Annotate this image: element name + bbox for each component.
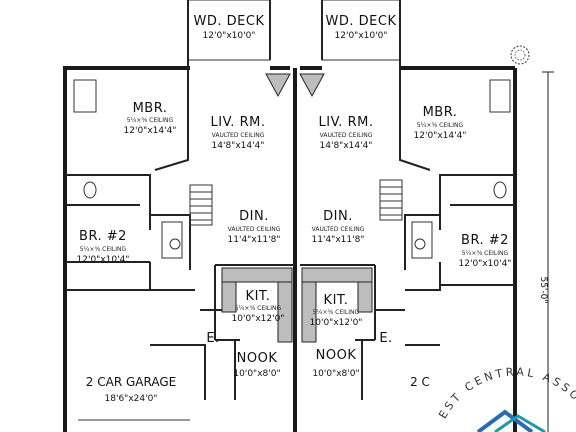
liv-right-dim: 14'8"x14'4" (320, 141, 373, 151)
br2-right-ceiling: 5¼×⅜ CEILING (462, 250, 509, 257)
liv-left-dim: 14'8"x14'4" (212, 141, 265, 151)
nook-left-name: NOOK (237, 351, 278, 366)
mbr-left-dim: 12'0"x14'4" (124, 126, 177, 136)
br2-left-dim: 12'0"x10'4" (77, 255, 130, 265)
mbr-left-name: MBR. (133, 101, 168, 116)
br2-right-dim: 12'0"x10'4" (459, 259, 512, 269)
garage-left-dim: 18'6"x24'0" (105, 394, 158, 404)
house-logo-icon (476, 409, 546, 432)
kit-right-dim: 10'0"x12'0" (310, 318, 363, 328)
entry-right-name: E. (379, 331, 392, 346)
nook-left-dim: 10'0"x8'0" (233, 369, 280, 379)
liv-left-name: LIV. RM. (211, 115, 266, 130)
mbr-right-dim: 12'0"x14'4" (414, 131, 467, 141)
kit-left-dim: 10'0"x12'0" (232, 314, 285, 324)
mbr-left-ceiling: 5¼×⅜ CEILING (127, 117, 174, 124)
br2-left-name: BR. #2 (79, 229, 127, 244)
din-right-name: DIN. (323, 209, 353, 224)
din-right-dim: 11'4"x11'8" (312, 235, 365, 245)
din-left-name: DIN. (239, 209, 269, 224)
din-right-ceiling: VAULTED CEILING (312, 226, 365, 233)
wd-deck-left-dim: 12'0"x10'0" (203, 31, 256, 41)
overall-dimension-label: 55'-0" (538, 276, 548, 303)
interior-walls-left (65, 60, 295, 400)
outer-walls (63, 66, 517, 432)
garage-right-name: 2 C (410, 375, 430, 389)
interior-walls-right (300, 60, 515, 400)
kit-left-ceiling: 5¼×⅜ CEILING (235, 305, 282, 312)
garage-left-name: 2 CAR GARAGE (86, 375, 176, 389)
kit-left-name: KIT. (246, 289, 271, 304)
deck-right (321, 0, 401, 61)
entry-left-name: E. (206, 331, 219, 346)
wd-deck-right-name: WD. DECK (326, 14, 397, 29)
overall-dimension: 55'-0" (538, 71, 554, 432)
br2-right-name: BR. #2 (461, 233, 509, 248)
liv-right-name: LIV. RM. (319, 115, 374, 130)
br2-left-ceiling: 5¼×⅜ CEILING (80, 246, 127, 253)
mbr-right-name: MBR. (423, 105, 458, 120)
din-left-dim: 11'4"x11'8" (228, 235, 281, 245)
kit-right-ceiling: 5¼×⅜ CEILING (313, 309, 360, 316)
stamp-text: EST CENTRAL ASSOC (0, 0, 576, 421)
din-left-ceiling: VAULTED CEILING (228, 226, 281, 233)
mbr-right-ceiling: 5¼×⅜ CEILING (417, 122, 464, 129)
nook-right-name: NOOK (316, 348, 357, 363)
liv-left-ceiling: VAULTED CEILING (212, 132, 265, 139)
kit-right-name: KIT. (324, 293, 349, 308)
tree-icon (510, 45, 530, 65)
wd-deck-right-dim: 12'0"x10'0" (335, 31, 388, 41)
nook-right-dim: 10'0"x8'0" (312, 369, 359, 379)
liv-right-ceiling: VAULTED CEILING (320, 132, 373, 139)
deck-left (187, 0, 271, 61)
wd-deck-left-name: WD. DECK (194, 14, 265, 29)
